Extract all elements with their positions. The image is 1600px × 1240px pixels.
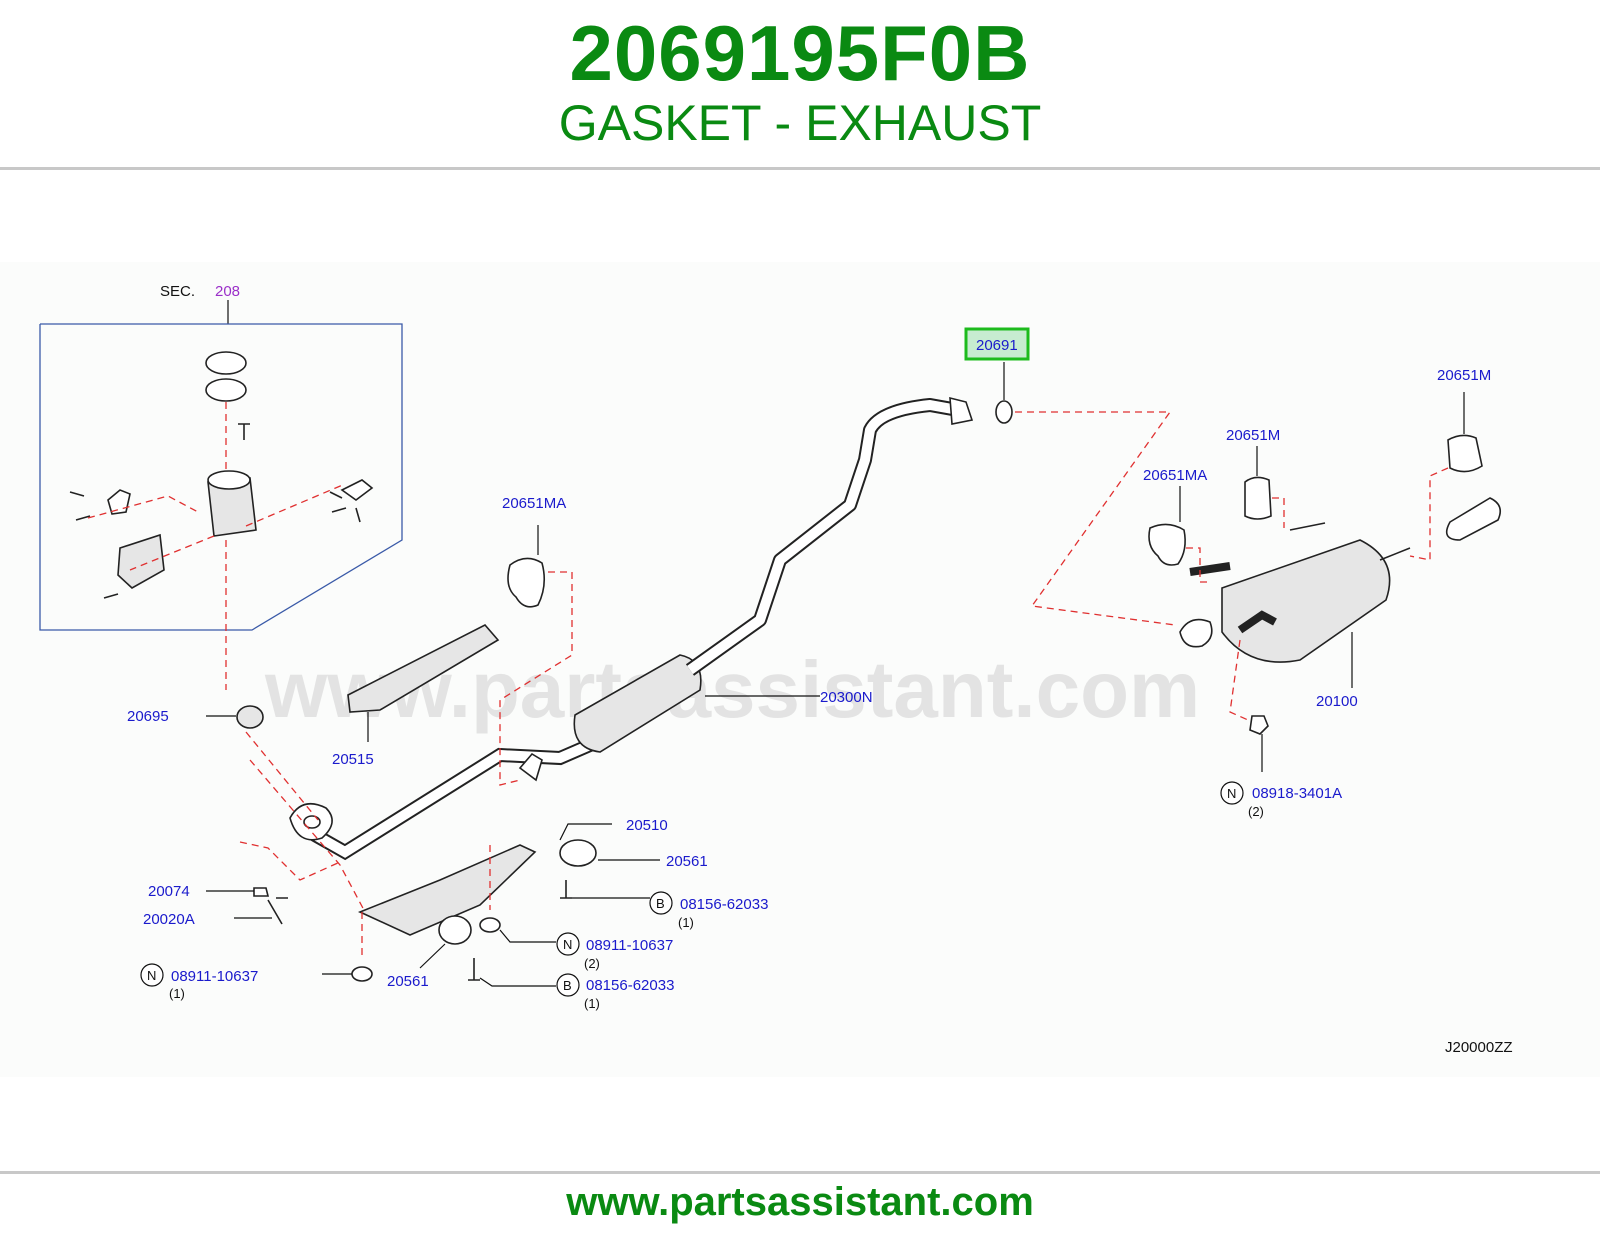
bolt-icons-group: [69, 491, 361, 599]
qty-08918: (2): [1248, 804, 1264, 819]
dash-nut-08918: [1229, 639, 1249, 721]
rubber-mount-20651MA-right: [1148, 523, 1186, 566]
mid-pipe-outline: [685, 398, 960, 676]
catalyst-inlet: [207, 470, 251, 490]
clamp-20561-lower: [438, 915, 472, 945]
mid-pipe-body: [687, 400, 959, 675]
callout-20074[interactable]: 20074: [148, 883, 190, 900]
dash-gasket-to-muffler: [1015, 411, 1176, 626]
front-flange-hole: [303, 815, 321, 829]
front-pipe-group: [289, 396, 974, 861]
badge-circle-08156-lower: [556, 973, 580, 997]
callout-20695[interactable]: 20695: [127, 708, 169, 725]
qty-08911-left: (1): [169, 986, 185, 1001]
qty-08156-upper: (1): [678, 915, 694, 930]
muffler-flange: [1179, 618, 1213, 648]
badge-circle-08156-upper: [649, 891, 673, 915]
badge-b-08156-lower: B: [563, 978, 572, 993]
section-number-link[interactable]: 208: [215, 283, 240, 300]
heat-insulator-20510: [357, 844, 537, 936]
dash-front-pipe: [239, 731, 366, 913]
dash-mount-left: [499, 571, 573, 786]
center-muffler: [573, 654, 702, 753]
heat-insulator-20515: [347, 624, 500, 713]
clamp-20561-upper: [559, 839, 597, 867]
badge-circle-08911-right: [556, 932, 580, 956]
qty-08911-right: (2): [584, 956, 600, 971]
footer-website-link[interactable]: www.partsassistant.com: [566, 1180, 1034, 1224]
callout-20651M-middle[interactable]: 20651M: [1226, 427, 1280, 444]
highlight-box-20691: [964, 327, 1030, 361]
part-number-title: 2069195F0B: [569, 9, 1031, 97]
dash-mount-middle: [1272, 497, 1285, 528]
diagram-background: [0, 262, 1600, 1077]
bolt-icon: [238, 423, 250, 440]
section-prefix-label: SEC.: [160, 283, 195, 300]
callout-20561-upper[interactable]: 20561: [666, 853, 708, 870]
bracket-right: [340, 479, 374, 501]
callout-20300N[interactable]: 20300N: [820, 689, 873, 706]
main-muffler-20100: [1221, 539, 1391, 663]
section-208-group: SEC. 208: [39, 283, 403, 690]
catalyst-gasket-upper: [205, 351, 247, 375]
leader-08156-lower: [479, 977, 556, 987]
nut-08918: [1249, 715, 1269, 735]
part-name-subtitle: GASKET - EXHAUST: [558, 95, 1042, 151]
dash-mount-right-tail: [1409, 467, 1449, 561]
callout-20561-lower[interactable]: 20561: [387, 973, 429, 990]
leader-08911-right: [499, 929, 556, 943]
callout-20691[interactable]: 20691: [976, 337, 1018, 354]
callout-08156-lower[interactable]: 08156-62033: [586, 977, 674, 994]
spring-20074: [253, 887, 270, 897]
rubber-mount-20651M-right: [1447, 434, 1483, 473]
callout-08911-right[interactable]: 08911-10637: [586, 937, 673, 954]
leader-20561-lower: [419, 943, 446, 969]
muffler-inlet-pipe: [1189, 562, 1277, 634]
muffler-hanger-rod-1: [1289, 522, 1326, 531]
bracket-left: [107, 489, 131, 515]
badge-b-08156-upper: B: [656, 896, 665, 911]
callout-20651MA-right[interactable]: 20651MA: [1143, 467, 1207, 484]
callout-20510[interactable]: 20510: [626, 817, 668, 834]
section-208-box: [39, 323, 403, 631]
qty-08156-lower: (1): [584, 996, 600, 1011]
callout-20515[interactable]: 20515: [332, 751, 374, 768]
callout-20100[interactable]: 20100: [1316, 693, 1358, 710]
callout-08918[interactable]: 08918-3401A: [1252, 785, 1342, 802]
dash-mount-right: [1186, 547, 1212, 583]
rubber-mount-20651MA-left: [507, 557, 546, 608]
badge-n-08911-right: N: [563, 937, 572, 952]
section-dash-lines: [87, 483, 346, 571]
heat-shield: [117, 533, 165, 589]
callout-08911-left[interactable]: 08911-10637: [171, 968, 258, 985]
badge-n-08918: N: [1227, 786, 1236, 801]
badge-circle-08918: [1220, 781, 1244, 805]
gasket-20695: [236, 705, 264, 729]
tail-pipe-tip: [1445, 497, 1501, 541]
muffler-hanger-rod-2: [1379, 547, 1411, 561]
callout-20651M-right[interactable]: 20651M: [1437, 367, 1491, 384]
footer-divider: [0, 1171, 1600, 1174]
nut-08911-right: [479, 917, 501, 933]
leader-20510: [559, 823, 612, 841]
rubber-mount-20651M-middle: [1244, 476, 1272, 520]
callout-20651MA-left[interactable]: 20651MA: [502, 495, 566, 512]
gasket-20691: [995, 400, 1013, 424]
callout-20020A[interactable]: 20020A: [143, 911, 195, 928]
page-header: 2069195F0B GASKET - EXHAUST: [0, 0, 1600, 168]
drawing-code: J20000ZZ: [1445, 1039, 1513, 1056]
mid-pipe-flange: [949, 396, 974, 425]
bolt-20020A: [267, 897, 288, 925]
pipe-hanger-rod: [518, 752, 543, 782]
callout-08156-upper[interactable]: 08156-62033: [680, 896, 768, 913]
bolt-08156-upper: [560, 880, 572, 899]
badge-n-08911-left: N: [147, 968, 156, 983]
nut-08911-left: [351, 966, 373, 982]
badge-circle-08911-left: [140, 963, 164, 987]
header-divider: [0, 167, 1600, 170]
catalyst-gasket-lower: [205, 378, 247, 402]
bolt-08156-lower: [468, 958, 480, 981]
